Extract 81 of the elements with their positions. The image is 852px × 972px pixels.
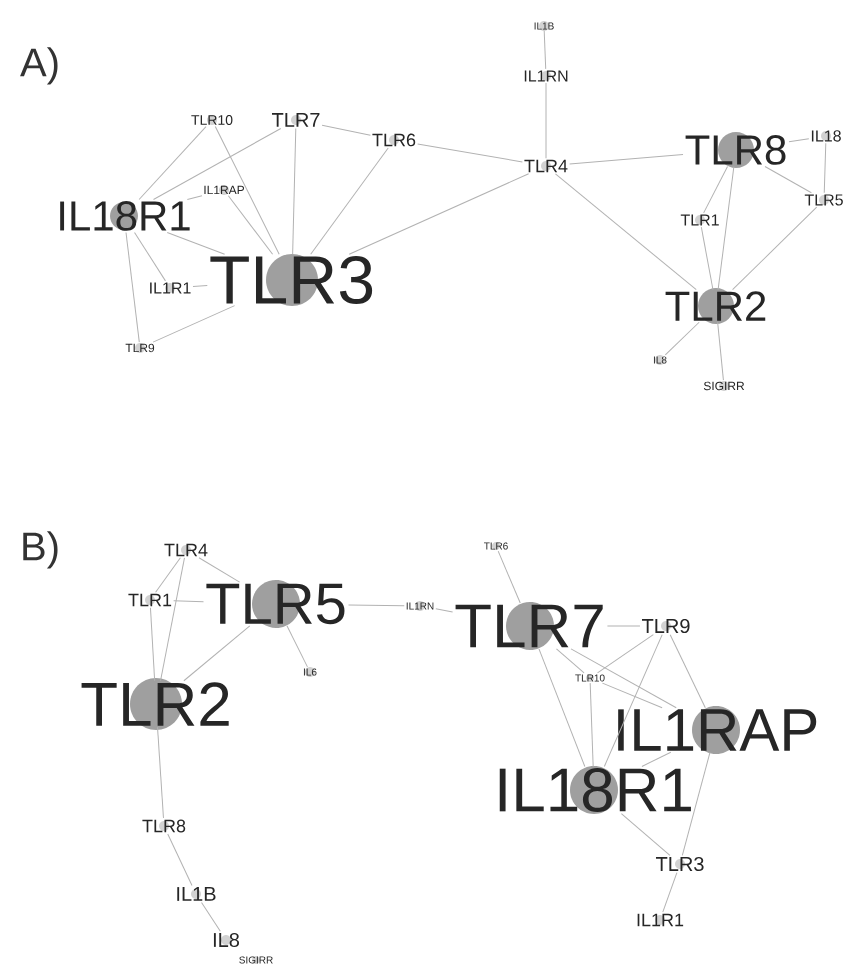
edge-line xyxy=(620,813,671,856)
edge-line xyxy=(788,138,810,143)
edge-line xyxy=(167,833,193,886)
edge-line xyxy=(201,902,221,932)
edge-line xyxy=(662,872,678,913)
gene-node: TLR5 xyxy=(804,194,843,206)
edge-line xyxy=(538,648,586,767)
edge-line xyxy=(497,550,521,604)
edge-line xyxy=(160,557,185,682)
edge-line xyxy=(543,30,547,70)
edge-line xyxy=(664,321,700,356)
edge-line xyxy=(348,604,405,607)
gene-node: TLR9 xyxy=(642,618,690,634)
edge-line xyxy=(149,607,156,682)
edge-line xyxy=(157,726,164,819)
edge-line xyxy=(417,143,523,163)
edge-line xyxy=(310,147,389,255)
edge-line xyxy=(435,608,454,613)
gene-node: TLR4 xyxy=(164,543,208,557)
gene-node: TLR5 xyxy=(206,580,345,628)
edge-line xyxy=(555,648,585,674)
gene-node: IL1RN xyxy=(524,70,568,82)
gene-node: IL1RAP xyxy=(618,706,817,754)
edge-line xyxy=(198,557,241,583)
gene-node: TLR2 xyxy=(665,288,766,324)
edge-line xyxy=(823,142,827,194)
edge-line xyxy=(192,285,208,287)
edge-line xyxy=(153,127,282,200)
edge-line xyxy=(641,751,672,767)
edge-line xyxy=(764,165,812,194)
edge-line xyxy=(700,226,714,291)
edge-line xyxy=(152,305,236,343)
edge-line xyxy=(125,231,140,343)
gene-node: TLR7 xyxy=(455,602,603,650)
gene-node: IL1R1 xyxy=(150,282,191,294)
edge-line xyxy=(183,625,251,682)
edge-line xyxy=(589,682,594,767)
edge-line xyxy=(603,634,663,767)
edge-line xyxy=(601,682,663,709)
edge-line xyxy=(186,195,203,200)
gene-node: TLR8 xyxy=(685,132,786,168)
gene-node: IL18R1 xyxy=(499,766,691,814)
gene-node: TLR4 xyxy=(524,159,568,173)
edge-line xyxy=(292,127,297,255)
edge-line xyxy=(138,126,207,200)
edge-line xyxy=(732,206,818,291)
edge-line xyxy=(570,648,677,709)
edge-line xyxy=(155,557,181,593)
edge-line xyxy=(717,321,724,381)
edge-line xyxy=(545,82,547,159)
gene-node: TLR3 xyxy=(210,254,373,306)
gene-node: IL8 xyxy=(213,932,240,948)
gene-node: TLR1 xyxy=(128,593,172,607)
edge-line xyxy=(597,634,654,674)
edge-line xyxy=(681,751,711,856)
edge-line xyxy=(703,165,729,214)
gene-node: TLR7 xyxy=(272,113,320,127)
gene-node: TLR2 xyxy=(81,678,229,730)
gene-node: TLR6 xyxy=(372,133,416,147)
gene-node: IL1B xyxy=(177,887,216,901)
gene-node: IL1R1 xyxy=(637,913,684,927)
edge-line xyxy=(227,195,274,255)
gene-node: TLR1 xyxy=(680,214,719,226)
edge-line xyxy=(606,625,641,627)
edge-line xyxy=(569,153,684,165)
edge-line xyxy=(173,600,204,603)
edge-line xyxy=(348,173,530,255)
edge-line xyxy=(166,231,226,255)
edge-line xyxy=(134,231,166,282)
panel-label: B) xyxy=(23,531,58,569)
gene-node: IL18 xyxy=(811,130,841,142)
edge-line xyxy=(717,165,735,291)
edge-line xyxy=(286,625,308,668)
edge-line xyxy=(321,124,371,136)
edge-line xyxy=(214,126,280,255)
panel-label: A) xyxy=(20,47,58,85)
gene-node: TLR8 xyxy=(142,819,186,833)
gene-node: IL18R1 xyxy=(60,201,190,231)
edge-line xyxy=(554,173,697,291)
edge-line xyxy=(669,634,706,709)
gene-node: TLR3 xyxy=(656,856,704,872)
